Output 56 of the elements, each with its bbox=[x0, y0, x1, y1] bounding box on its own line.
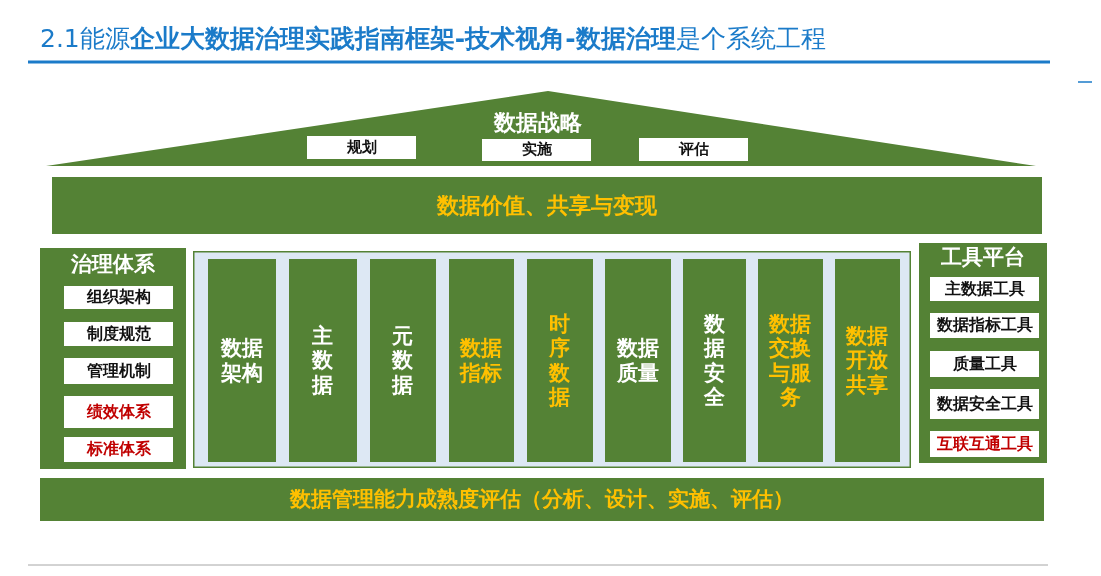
item-label: 组织架构 bbox=[86, 288, 151, 307]
banner-text: 数据价值、共享与变现 bbox=[437, 192, 657, 219]
panel-heading: 工具平台 bbox=[941, 245, 1025, 270]
label-plate bbox=[930, 431, 1039, 457]
pillar-bar bbox=[605, 259, 671, 462]
pillar-bar bbox=[835, 259, 900, 462]
label-plate bbox=[930, 389, 1039, 419]
label-plate bbox=[482, 139, 591, 161]
item-label: 主数据工具 bbox=[944, 279, 1025, 299]
item-label: 质量工具 bbox=[952, 354, 1017, 374]
pillar-bar bbox=[527, 259, 593, 462]
item-label: 实施 bbox=[521, 141, 552, 159]
banner-text: 数据管理能力成熟度评估（分析、设计、实施、评估） bbox=[290, 487, 794, 512]
banner-bar bbox=[52, 177, 1042, 234]
page-title: 2.1能源企业大数据治理实践指南框架-技术视角-数据治理是个系统工程 bbox=[40, 24, 826, 54]
panel-heading: 治理体系 bbox=[71, 252, 155, 277]
label-plate bbox=[64, 286, 173, 309]
side-panel bbox=[40, 248, 186, 469]
label-plate bbox=[64, 396, 173, 428]
pillar-label: 主数据 bbox=[310, 324, 335, 397]
pillar-label: 数据交换与服务 bbox=[767, 312, 813, 409]
item-label: 绩效体系 bbox=[86, 402, 151, 422]
label-plate bbox=[930, 351, 1039, 377]
banner-bar bbox=[40, 478, 1044, 521]
item-label: 制度规范 bbox=[86, 324, 151, 344]
pillar-label: 数据安全 bbox=[702, 312, 726, 409]
pillar-label: 数据指标 bbox=[458, 336, 504, 385]
pillar-bar bbox=[683, 259, 746, 462]
item-label: 规划 bbox=[346, 138, 377, 157]
side-panel bbox=[919, 243, 1047, 463]
pillar-label: 数据架构 bbox=[219, 336, 264, 385]
pillar-bar bbox=[449, 259, 514, 462]
roof-shape bbox=[46, 91, 1036, 166]
item-label: 管理机制 bbox=[86, 361, 151, 381]
pillar-bar bbox=[370, 259, 436, 462]
pillar-label: 时序数据 bbox=[547, 312, 572, 409]
label-plate bbox=[64, 358, 173, 384]
label-plate bbox=[930, 313, 1039, 338]
item-label: 标准体系 bbox=[86, 440, 151, 459]
pillar-bar bbox=[208, 259, 276, 462]
pillar-bar bbox=[289, 259, 357, 462]
pillar-label: 数据质量 bbox=[615, 336, 660, 385]
item-label: 数据指标工具 bbox=[936, 316, 1033, 335]
item-label: 互联互通工具 bbox=[936, 434, 1033, 454]
label-plate bbox=[64, 437, 173, 462]
label-plate bbox=[307, 136, 416, 159]
pillar-label: 元数据 bbox=[390, 324, 415, 397]
item-label: 评估 bbox=[678, 140, 709, 159]
section-heading: 数据战略 bbox=[494, 110, 582, 136]
item-label: 数据安全工具 bbox=[936, 394, 1033, 414]
label-plate bbox=[64, 322, 173, 346]
pillar-frame bbox=[193, 251, 911, 468]
label-plate bbox=[930, 277, 1039, 301]
pillar-label: 数据开放共享 bbox=[844, 324, 890, 397]
pillar-bar bbox=[758, 259, 823, 462]
label-plate bbox=[639, 138, 748, 161]
